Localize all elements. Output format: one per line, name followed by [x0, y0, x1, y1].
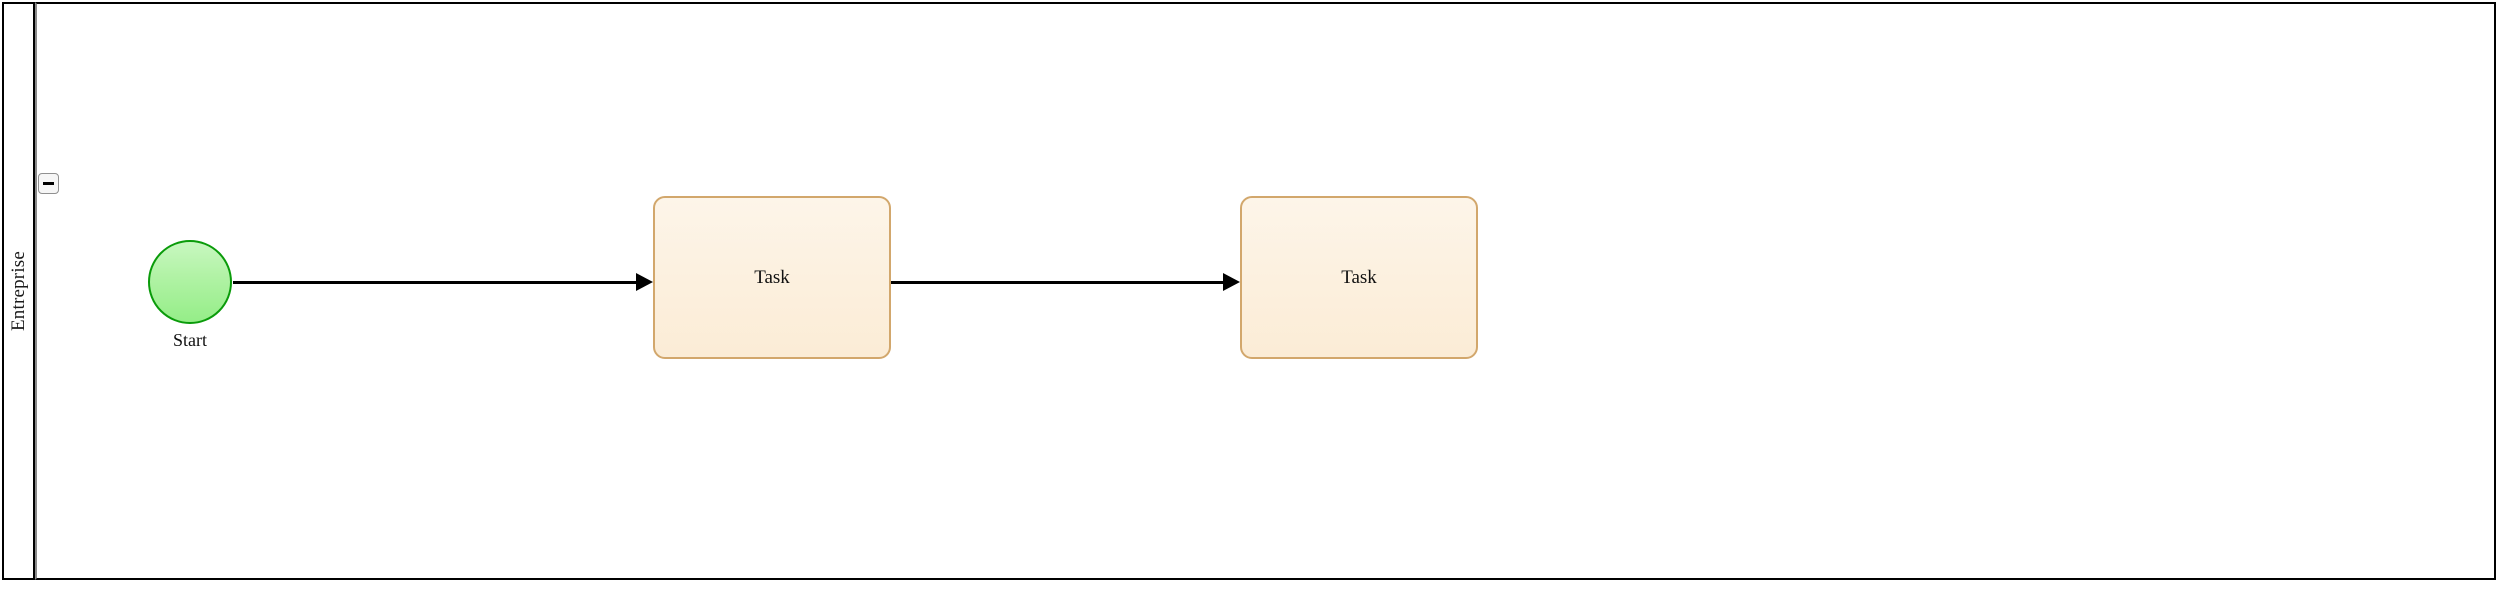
minus-icon: [43, 181, 54, 186]
collapse-toggle-button[interactable]: [38, 173, 59, 194]
sequence-flow-start-to-task1[interactable]: [233, 281, 636, 284]
task-node-2-label: Task: [1341, 266, 1377, 288]
sequence-flow-arrowhead-1: [636, 273, 653, 291]
sequence-flow-task1-to-task2[interactable]: [891, 281, 1223, 284]
start-event-node[interactable]: [148, 240, 232, 324]
task-node-2[interactable]: Task: [1240, 196, 1478, 359]
lane-header-entreprise[interactable]: Entreprise: [2, 2, 35, 580]
start-event-label: Start: [173, 330, 207, 350]
sequence-flow-arrowhead-2: [1223, 273, 1240, 291]
lane-title-label: Entreprise: [7, 250, 29, 332]
task-node-1-label: Task: [754, 266, 790, 288]
task-node-1[interactable]: Task: [653, 196, 891, 359]
